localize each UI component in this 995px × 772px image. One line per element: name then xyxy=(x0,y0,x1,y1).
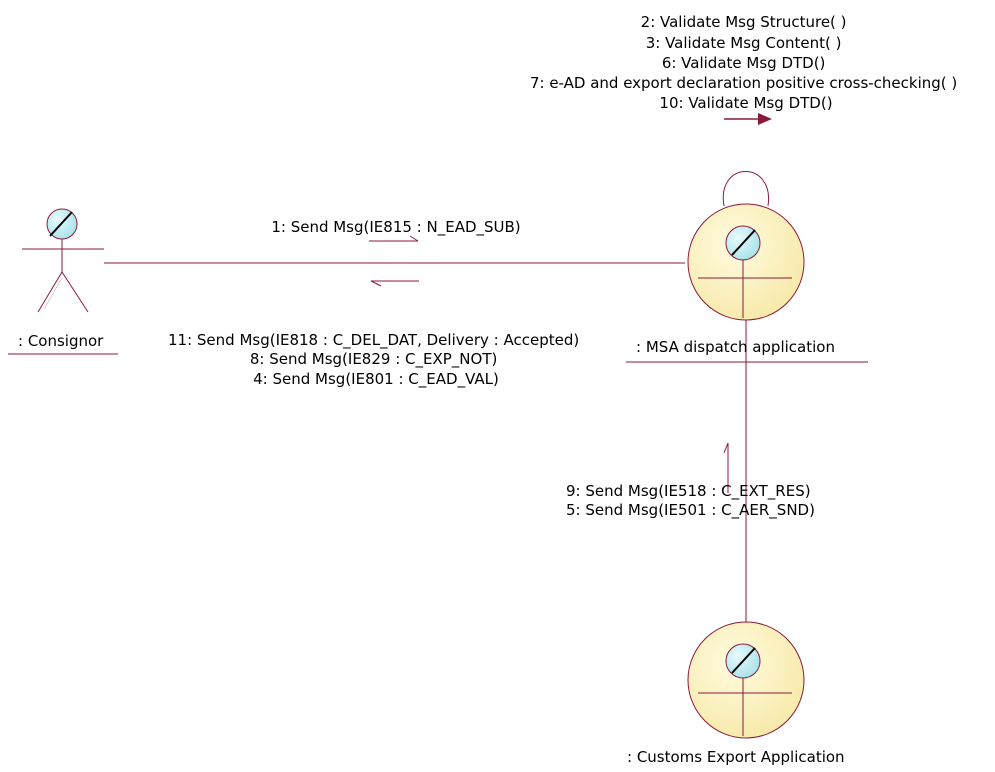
arrow-left-msgs xyxy=(370,280,419,287)
msa-to-consignor-messages: 11: Send Msg(IE818 : C_DEL_DAT, Delivery… xyxy=(168,331,584,389)
self-msa-messages: 2: Validate Msg Structure( ) 3: Validate… xyxy=(530,13,962,112)
consignor-actor[interactable] xyxy=(22,208,104,313)
customs-label: : Customs Export Application xyxy=(627,748,845,766)
consignor-label: : Consignor xyxy=(18,332,104,350)
self-link-msa xyxy=(722,171,770,207)
arrow-self-msgs xyxy=(724,113,772,125)
msa-label: : MSA dispatch application xyxy=(636,338,835,356)
msa-dispatch-object[interactable] xyxy=(687,203,805,321)
customs-to-msa-messages: 9: Send Msg(IE518 : C_EXT_RES) 5: Send M… xyxy=(566,482,815,520)
arrow-right-msg1 xyxy=(369,235,419,242)
customs-export-object[interactable] xyxy=(687,621,805,739)
arrow-up-customs-msgs xyxy=(723,442,729,493)
consignor-to-msa-message: 1: Send Msg(IE815 : N_EAD_SUB) xyxy=(271,218,520,237)
